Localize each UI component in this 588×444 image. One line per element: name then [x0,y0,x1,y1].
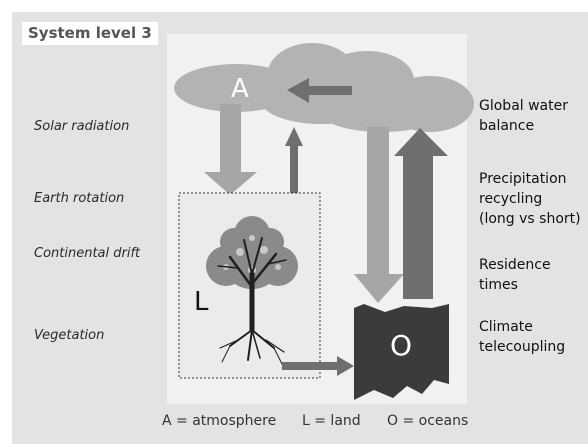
label-solar-radiation: Solar radiation [34,119,130,134]
atmosphere-label: A [231,74,249,104]
cloud-atmosphere [174,43,474,132]
diagram-title: System level 3 [22,22,158,45]
arrow-atmosphere-to-land [204,104,257,195]
label-precipitation-recycling: Precipitation recycling (long vs short) [479,171,581,227]
diagram-background: System level 3 [12,12,588,444]
ocean-block [354,304,449,400]
label-residence-times: Residence times [479,257,551,293]
label-continental-drift: Continental drift [34,246,141,261]
label-climate-telecoupling: Climate telecoupling [479,319,566,355]
label-vegetation: Vegetation [34,328,105,343]
water-cycle-diagram [167,34,474,404]
arrow-land-to-ocean [282,356,354,376]
arrow-atmosphere-internal [287,78,352,103]
arrow-land-to-atmosphere [285,127,303,193]
ocean-label: O [390,329,413,362]
arrow-atmosphere-to-ocean [354,127,404,303]
legend-oceans: O = oceans [387,413,469,429]
arrow-ocean-to-atmosphere [394,128,448,299]
land-label: L [194,287,209,317]
legend-atmosphere: A = atmosphere [162,413,277,429]
legend-land: L = land [302,413,361,429]
label-global-water-balance: Global water balance [479,98,568,134]
tree-icon [206,216,298,365]
label-earth-rotation: Earth rotation [34,191,125,206]
